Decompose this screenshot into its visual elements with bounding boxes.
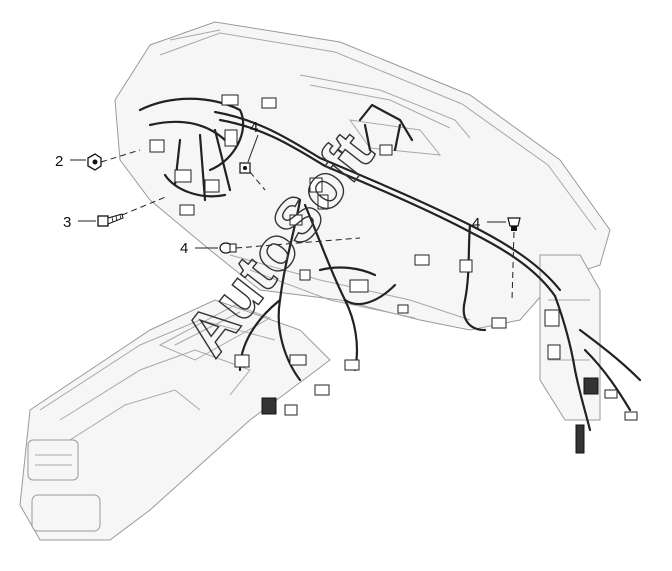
callouts: 2 3 4 4 4	[55, 119, 480, 257]
bolt-icon	[97, 213, 124, 227]
callout-label: 3	[63, 214, 71, 231]
clip-icon	[219, 242, 237, 254]
clip-icon	[507, 217, 521, 231]
leader-lines	[70, 134, 515, 301]
callout-label: 4	[250, 119, 258, 136]
callout-label: 4	[180, 240, 188, 257]
clip-icon	[239, 162, 251, 174]
callout-label: 4	[472, 215, 480, 232]
connectors	[149, 94, 638, 454]
callout-label: 2	[55, 153, 63, 170]
center-console-outline	[19, 299, 331, 541]
nut-icon	[87, 153, 102, 171]
